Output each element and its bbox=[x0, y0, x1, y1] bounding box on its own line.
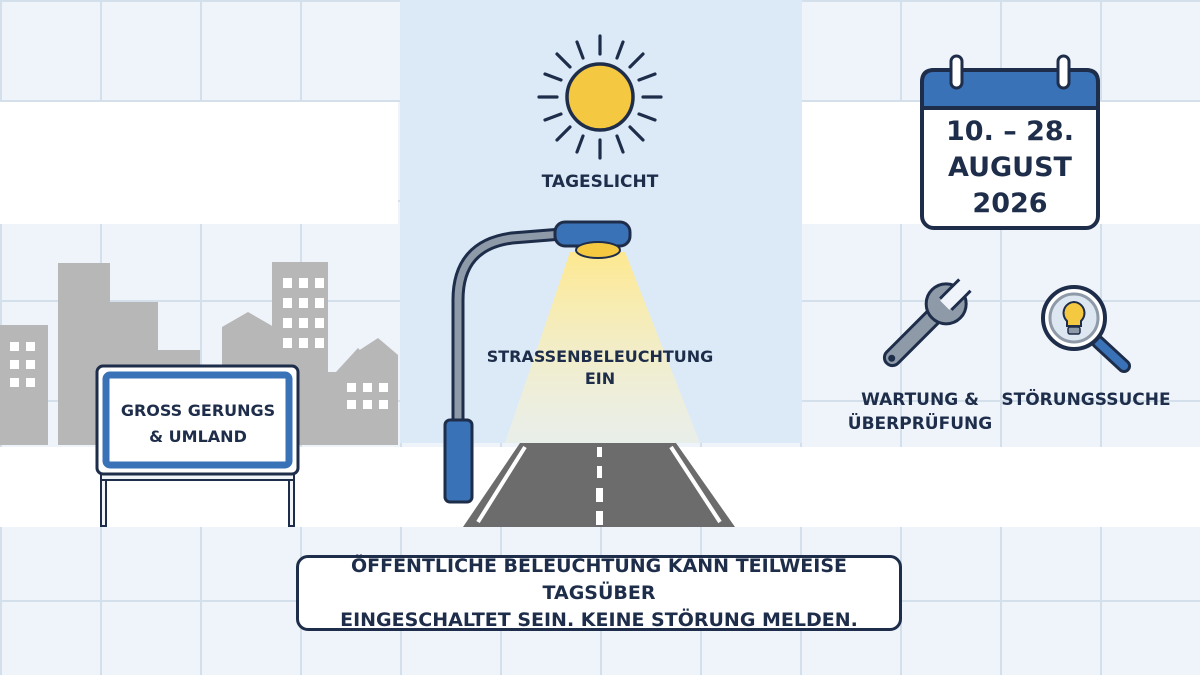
notice-line2: EINGESCHALTET SEIN. KEINE STÖRUNG MELDEN… bbox=[340, 608, 858, 631]
town-sign-line1: GROSS GERUNGS bbox=[120, 401, 276, 420]
calendar-date-line3: 2026 bbox=[972, 188, 1048, 219]
streetlight-label-line2: EIN bbox=[584, 369, 616, 388]
road bbox=[463, 443, 735, 527]
streetlight-label: STRASSENBELEUCHTUNG EIN bbox=[470, 346, 730, 390]
maintenance-label: WARTUNG & ÜBERPRÜFUNG bbox=[840, 388, 1000, 436]
town-sign-text: GROSS GERUNGS & UMLAND bbox=[112, 398, 284, 450]
town-sign-line2: & UMLAND bbox=[149, 427, 247, 446]
calendar-date-line1: 10. – 28. bbox=[946, 116, 1074, 147]
magnifier-bulb-icon bbox=[1041, 285, 1131, 373]
maintenance-label-line1: WARTUNG & bbox=[861, 390, 979, 410]
notice-line1: ÖFFENTLICHE BELEUCHTUNG KANN TEILWEISE T… bbox=[350, 554, 848, 604]
calendar-date-line2: AUGUST bbox=[948, 152, 1072, 183]
town-sign bbox=[95, 364, 300, 527]
troubleshooting-label: STÖRUNGSSUCHE bbox=[1001, 390, 1171, 410]
daylight-label: TAGESLICHT bbox=[541, 172, 659, 192]
calendar-date: 10. – 28. AUGUST 2026 bbox=[922, 114, 1098, 222]
streetlight-label-line1: STRASSENBELEUCHTUNG bbox=[486, 347, 714, 366]
maintenance-label-line2: ÜBERPRÜFUNG bbox=[847, 414, 993, 434]
light-beam bbox=[505, 252, 700, 443]
street-lamp-icon bbox=[443, 220, 632, 504]
building-windows bbox=[10, 278, 388, 409]
wrench-icon bbox=[882, 278, 972, 368]
sun-icon bbox=[537, 34, 663, 160]
notice-box: ÖFFENTLICHE BELEUCHTUNG KANN TEILWEISE T… bbox=[296, 555, 902, 631]
calendar-icon bbox=[920, 54, 1100, 230]
background-white-cell bbox=[0, 102, 398, 224]
